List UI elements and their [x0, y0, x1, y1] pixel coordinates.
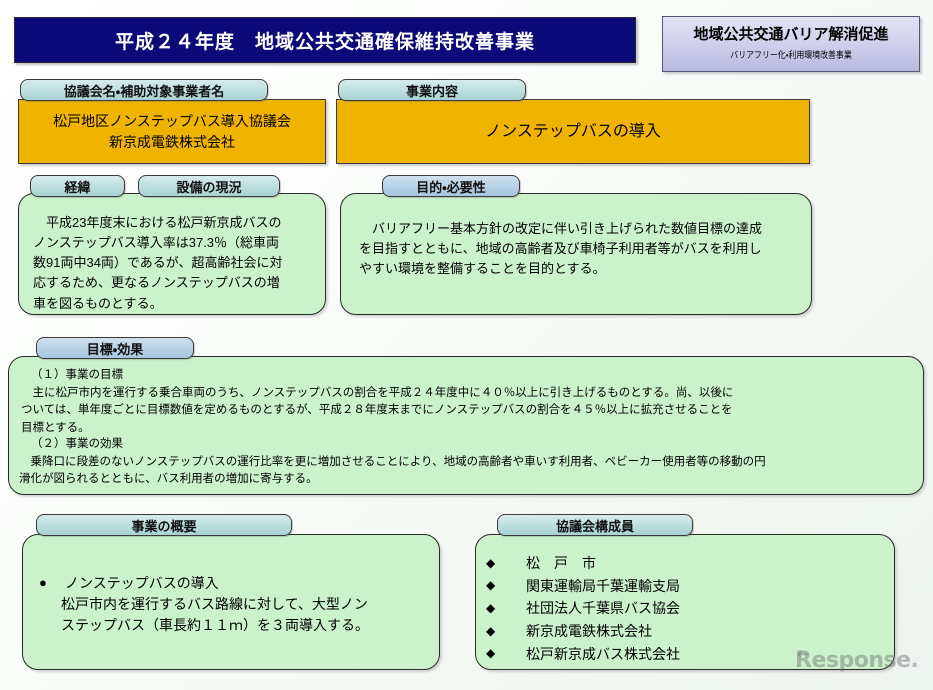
list-item: ◆ 新京成電鉄株式会社 [486, 620, 886, 643]
panel-council-name: 松戸地区ノンステップバス導入協議会 新京成電鉄株式会社 [18, 99, 326, 164]
diamond-bullet-icon: ◆ [486, 646, 496, 661]
council-members-list: ◆ 松 戸 市 ◆ 関東運輸局千葉運輸支局 ◆ 社団法人千葉県バス協会 ◆ 新京成電鉄株式会社… [486, 552, 886, 665]
project-overview-body: 松戸市内を運行するバス路線に対して、大型ノン ステップバス（車長約１１ｍ）を３両… [61, 596, 369, 633]
list-item: ◆ 松 戸 市 [486, 552, 886, 575]
council-member-name: 関東運輸局千葉運輸支局 [526, 577, 680, 594]
tab-project-content: 事業内容 [338, 79, 526, 101]
background-text: 平成23年度末における松戸新京成バスの ノンステップバス導入率は37.3％（総車… [33, 215, 283, 311]
bullet-icon: ● [39, 575, 47, 590]
page-title: 平成２４年度 地域公共交通確保維持改善事業 [14, 17, 636, 63]
program-badge-title: 地域公共交通バリア解消促進 [693, 26, 889, 44]
program-badge-subtitle: バリアフリー化・利用環境改善事業 [730, 49, 852, 60]
purpose-text: バリアフリー基本方針の改定に伴い引き上げられた数値目標の達成 を目指すとともに、… [359, 221, 763, 277]
council-member-name: 松 戸 市 [526, 555, 596, 571]
panel-project-overview: ● ノンステップバスの導入 松戸市内を運行するバス路線に対して、大型ノン ステッ… [22, 534, 440, 670]
panel-goals-effects: （１）事業の目標 主に松戸市内を運行する乗合車両のうち、ノンステップバスの割合を… [8, 356, 924, 495]
list-item: ◆ 社団法人千葉県バス協会 [486, 597, 886, 620]
council-name-line-1: 松戸地区ノンステップバス導入協議会 [53, 112, 291, 129]
tab-council-members: 協議会構成員 [497, 514, 693, 536]
tab-project-overview: 事業の概要 [36, 514, 292, 536]
effect-text: 乗降口に段差のないノンステップバスの運行比率を更に増加させることにより、地域の高… [19, 456, 766, 486]
tab-facility-status: 設備の現況 [138, 175, 280, 197]
panel-project-content: ノンステップバスの導入 [336, 99, 810, 164]
diamond-bullet-icon: ◆ [486, 578, 496, 593]
council-member-name: 社団法人千葉県バス協会 [526, 600, 680, 617]
tab-council-name: 協議会名・補助対象事業者名 [20, 79, 268, 101]
panel-background: 平成23年度末における松戸新京成バスの ノンステップバス導入率は37.3％（総車… [18, 193, 326, 315]
project-overview-bullet: ● ノンステップバスの導入 松戸市内を運行するバス路線に対して、大型ノン ステッ… [39, 573, 429, 636]
panel-purpose: バリアフリー基本方針の改定に伴い引き上げられた数値目標の達成 を目指すとともに、… [340, 193, 812, 315]
effect-heading: （２）事業の効果 [31, 438, 123, 450]
panel-council-members: ◆ 松 戸 市 ◆ 関東運輸局千葉運輸支局 ◆ 社団法人千葉県バス協会 ◆ 新京成電鉄株式会社… [475, 534, 895, 670]
goal-text: 主に松戸市内を運行する乗合車両のうち、ノンステップバスの割合を平成２４年度中に４… [21, 387, 734, 434]
council-member-name: 新京成電鉄株式会社 [526, 623, 652, 640]
diamond-bullet-icon: ◆ [486, 623, 496, 638]
diamond-bullet-icon: ◆ [486, 555, 496, 570]
tab-goals-effects: 目標・効果 [36, 337, 194, 359]
list-item: ◆ 松戸新京成バス株式会社 [486, 643, 886, 666]
tab-background: 経緯 [30, 175, 125, 197]
project-overview-title: ノンステップバスの導入 [65, 575, 219, 591]
diamond-bullet-icon: ◆ [486, 600, 496, 615]
council-name-line-2: 新京成電鉄株式会社 [109, 133, 235, 150]
list-item: ◆ 関東運輸局千葉運輸支局 [486, 575, 886, 598]
goal-heading: （１）事業の目標 [31, 369, 123, 381]
council-member-name: 松戸新京成バス株式会社 [526, 645, 680, 662]
program-badge: 地域公共交通バリア解消促進 バリアフリー化・利用環境改善事業 [662, 16, 920, 72]
tab-purpose: 目的・必要性 [382, 175, 520, 197]
